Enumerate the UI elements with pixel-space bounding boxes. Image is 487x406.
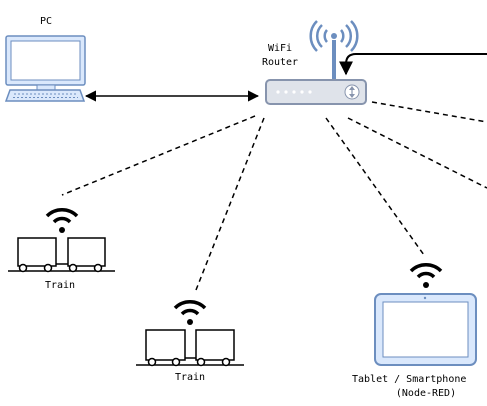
external-link-to-router: [339, 53, 487, 76]
wireless-link-tablet: [325, 117, 425, 256]
wireless-links: [61, 101, 487, 291]
wireless-link-right-lower: [347, 117, 487, 189]
tablet-icon: [374, 293, 477, 366]
wifi-icon: [409, 263, 443, 288]
pc-icon: [4, 35, 86, 102]
train-label-left: Train: [45, 280, 75, 291]
router-label-line1: WiFi: [268, 43, 292, 54]
wireless-link-train-left: [61, 115, 256, 196]
train-label-bottom: Train: [175, 372, 205, 383]
wireless-link-right-upper: [371, 101, 487, 123]
train-icon: [8, 237, 115, 273]
wifi-icon: [173, 300, 207, 325]
tablet-label-line1: Tablet / Smartphone: [352, 374, 466, 385]
train-icon: [136, 329, 244, 367]
tablet-label-line2: (Node-RED): [396, 388, 456, 399]
pc-label: PC: [40, 16, 52, 27]
wifi-icon: [45, 208, 79, 233]
wireless-link-train-bottom: [195, 117, 265, 291]
router-label-line2: Router: [262, 57, 298, 68]
router-icon: [265, 20, 367, 105]
